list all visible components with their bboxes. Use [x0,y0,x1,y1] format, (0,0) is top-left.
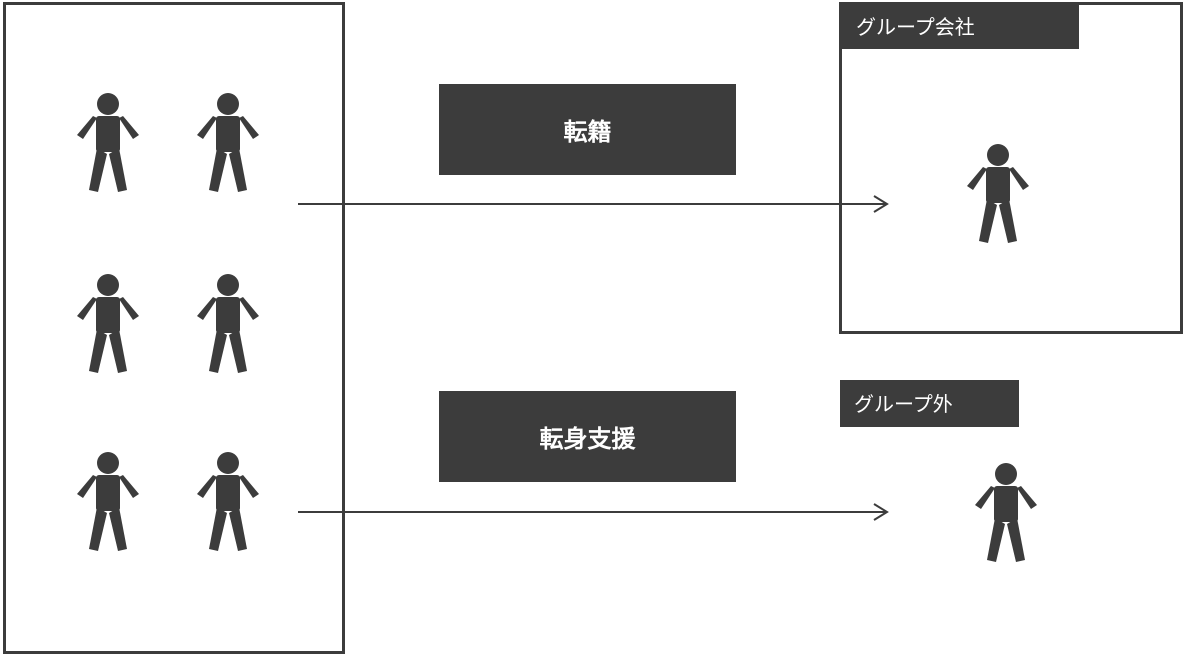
person-icon [967,144,1029,243]
person-icon [197,93,259,192]
person-icon [197,452,259,551]
outplacement-label: 転身支援 [539,425,636,453]
person-icon [197,274,259,373]
person-icon [975,463,1037,562]
transfer-arrow-icon [298,195,889,213]
transfer-label-box: 転籍 [439,84,736,175]
source-employee-box [3,2,345,654]
group-company-label: グループ会社 [856,14,975,39]
outside-group-label: グループ外 [854,391,953,416]
person-icon [77,93,139,192]
person-icon [77,452,139,551]
person-icon [77,274,139,373]
group-company-tag: グループ会社 [842,4,1079,49]
transfer-label: 転籍 [563,118,612,146]
outplacement-label-box: 転身支援 [439,391,736,482]
outside-group-tag: グループ外 [840,380,1019,427]
outplacement-arrow-icon [298,503,889,521]
